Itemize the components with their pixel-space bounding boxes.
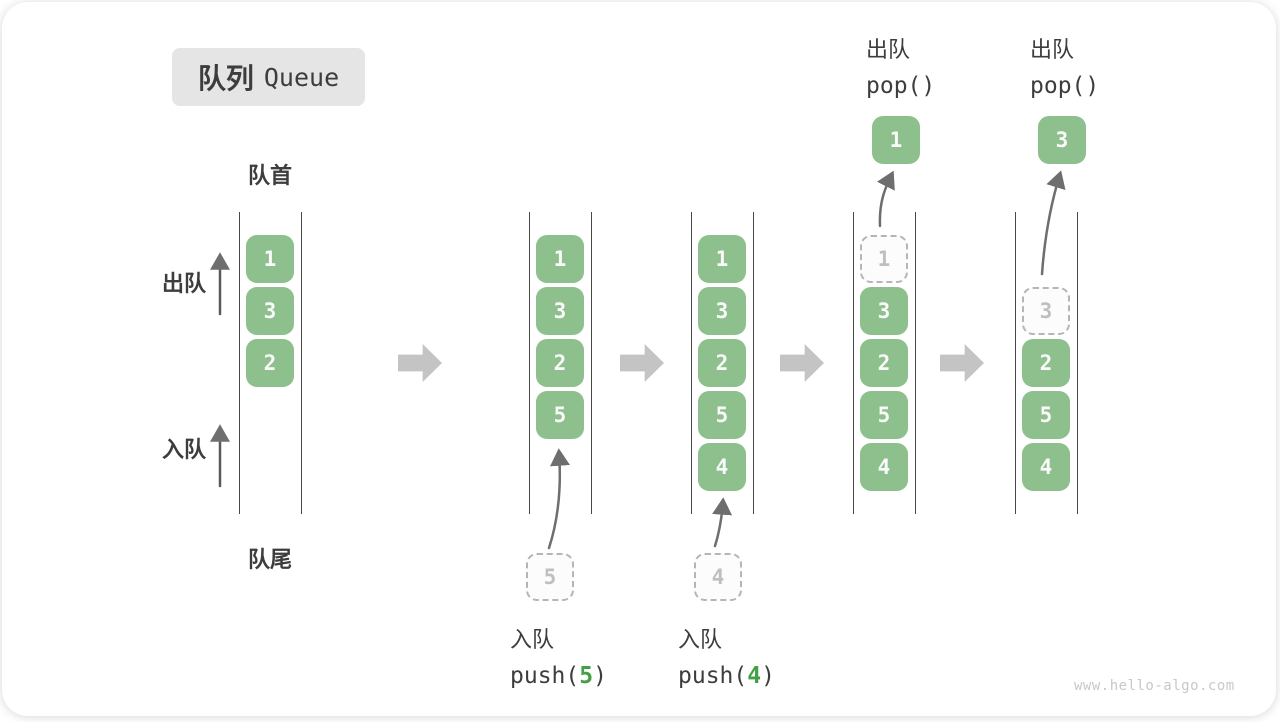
queue-cell: 2 [246, 339, 294, 387]
op-push4-code: push(4) [678, 663, 775, 689]
queue-cell: 4 [698, 443, 746, 491]
step-arrow-icon [780, 344, 824, 382]
title-en: Queue [263, 62, 340, 92]
op-push5-zh: 入队 [510, 627, 555, 652]
op-pop2-zh: 出队 [1030, 37, 1075, 62]
queue-cell-dashed: 3 [1022, 287, 1070, 335]
op-push5-code: push(5) [510, 663, 607, 689]
watermark: www.hello-algo.com [1074, 678, 1235, 694]
queue-cell: 5 [698, 391, 746, 439]
queue-cell: 2 [536, 339, 584, 387]
label-enqueue-side: 入队 [162, 437, 207, 462]
op-label-pop-second: 出队 pop() [1030, 32, 1099, 99]
op-push4-code-pre: push( [678, 663, 748, 689]
queue-cell: 1 [536, 235, 584, 283]
queue-cell: 4 [860, 443, 908, 491]
queue-cell: 3 [698, 287, 746, 335]
op-label-push4: 入队 push(4) [678, 622, 775, 689]
label-dequeue-side: 出队 [162, 271, 207, 296]
queue-column [239, 212, 302, 514]
queue-cell: 1 [246, 235, 294, 283]
queue-column [691, 212, 754, 514]
label-queue-front: 队首 [247, 163, 292, 188]
queue-column [529, 212, 592, 514]
queue-cell: 5 [860, 391, 908, 439]
queue-cell: 1 [698, 235, 746, 283]
op-push4-code-post: ) [761, 663, 775, 689]
queue-cell: 2 [860, 339, 908, 387]
op-push4-zh: 入队 [678, 627, 723, 652]
title-box: 队列 Queue [172, 48, 365, 106]
queue-cell: 2 [1022, 339, 1070, 387]
queue-cell: 3 [246, 287, 294, 335]
op-push5-code-pre: push( [510, 663, 580, 689]
op-push5-arg: 5 [579, 663, 594, 689]
queue-column [1015, 212, 1078, 514]
op-label-push5: 入队 push(5) [510, 622, 607, 689]
step-arrow-icon [398, 344, 442, 382]
queue-cell: 4 [1022, 443, 1070, 491]
op-pop1-zh: 出队 [866, 37, 911, 62]
queue-cell: 2 [698, 339, 746, 387]
queue-cell: 3 [536, 287, 584, 335]
popped-cell: 3 [1038, 116, 1086, 164]
popped-cell: 1 [872, 116, 920, 164]
title-zh: 队列 [197, 63, 254, 94]
step-arrow-icon [940, 344, 984, 382]
op-pop2-code: pop() [1030, 73, 1100, 99]
step-arrow-icon [620, 344, 664, 382]
op-push4-arg: 4 [747, 663, 762, 689]
label-queue-rear: 队尾 [247, 547, 292, 572]
queue-cell: 3 [860, 287, 908, 335]
op-push5-code-post: ) [593, 663, 607, 689]
op-pop1-code: pop() [866, 73, 936, 99]
incoming-cell: 4 [694, 553, 742, 601]
queue-cell-dashed: 1 [860, 235, 908, 283]
queue-cell: 5 [536, 391, 584, 439]
queue-cell: 5 [1022, 391, 1070, 439]
queue-column [853, 212, 916, 514]
incoming-cell: 5 [526, 553, 574, 601]
op-label-pop-first: 出队 pop() [866, 32, 935, 99]
